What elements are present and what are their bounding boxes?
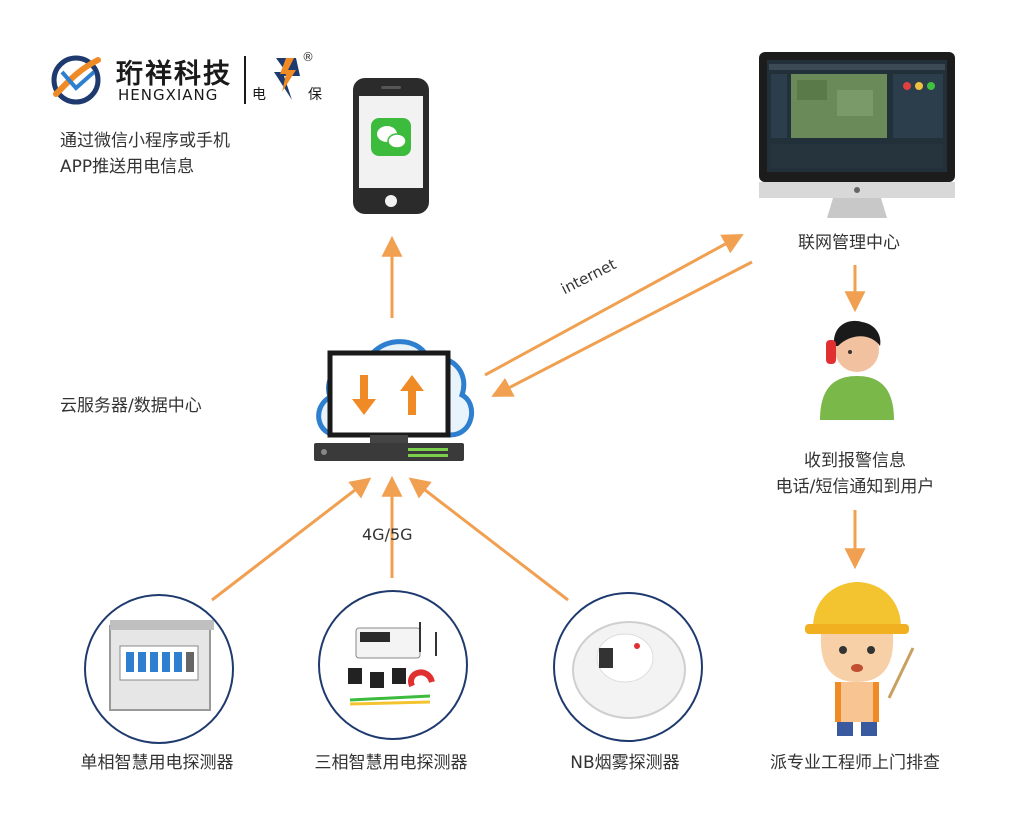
network-label: 4G/5G — [362, 525, 413, 544]
operator-caption: 收到报警信息 电话/短信通知到用户 — [735, 448, 975, 500]
logo-company-en: HENGXIANG — [118, 86, 219, 104]
device-label-single-phase: 单相智慧用电探测器 — [80, 753, 234, 773]
operator-person-icon — [820, 320, 894, 420]
engineer-label: 派专业工程师上门排查 — [770, 753, 940, 773]
cloud-server-icon — [314, 339, 474, 461]
logo-company-cn: 珩祥科技 — [116, 59, 232, 90]
monitor-icon — [759, 52, 955, 218]
engineer-person-icon — [805, 582, 915, 736]
device-label-three-phase: 三相智慧用电探测器 — [314, 753, 468, 773]
phone-caption: 通过微信小程序或手机 APP推送用电信息 — [60, 128, 230, 180]
arrow-device3-to-cloud — [408, 477, 569, 602]
arrow-device1-to-cloud — [211, 477, 372, 602]
device-smoke-detector-image — [553, 592, 703, 742]
phone-caption-line1: 通过微信小程序或手机 — [60, 131, 230, 151]
up-arrow-icon — [400, 375, 424, 415]
down-arrow-icon — [352, 375, 376, 415]
brand-right-char: 保 — [308, 87, 322, 103]
smoke-detector-icon — [572, 621, 686, 719]
logo-divider — [244, 56, 246, 104]
device-single-phase-image — [84, 594, 234, 744]
three-phase-sensor-icon — [348, 622, 437, 706]
phone-caption-line2: APP推送用电信息 — [60, 157, 195, 177]
smartphone-icon — [353, 78, 429, 214]
brand-left-char: 电 — [252, 87, 266, 103]
brand-bolt-icon — [274, 58, 300, 100]
device-label-smoke-detector: NB烟雾探测器 — [570, 753, 680, 773]
operator-caption-line1: 收到报警信息 — [804, 451, 906, 471]
arrow-cloud-to-monitor — [484, 233, 744, 377]
cloud-label: 云服务器/数据中心 — [60, 396, 202, 416]
device-three-phase-image — [318, 590, 468, 740]
company-logo: 珩祥科技 HENGXIANG 电 ® 保 — [50, 50, 330, 110]
arrow-monitor-to-cloud — [491, 260, 753, 397]
distribution-box-icon — [109, 620, 214, 711]
logo-mark-icon — [51, 55, 101, 105]
brand-registered-mark: ® — [302, 50, 314, 64]
operator-caption-line2: 电话/短信通知到用户 — [775, 477, 935, 497]
monitor-label: 联网管理中心 — [798, 233, 900, 253]
